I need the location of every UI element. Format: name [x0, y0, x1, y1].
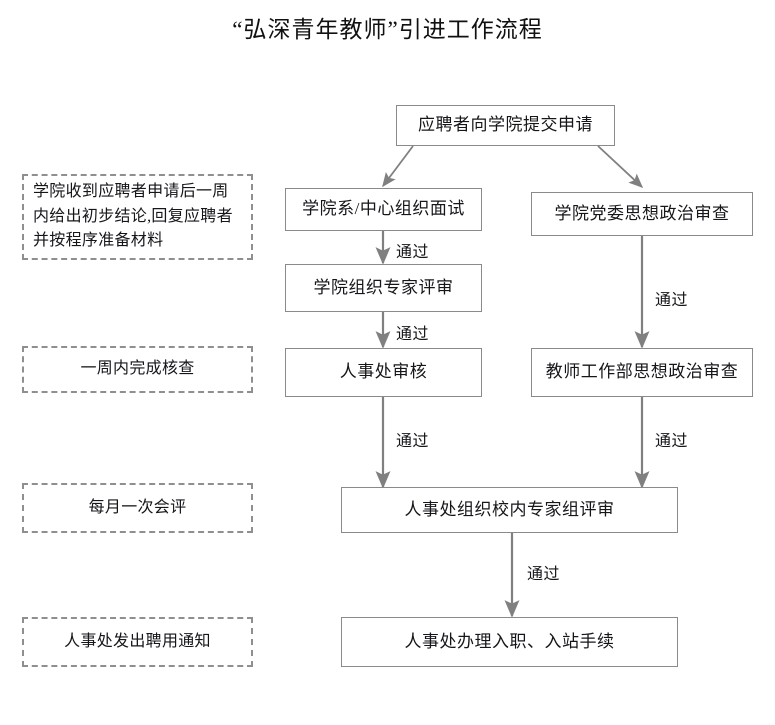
node-apply-label: 应聘者向学院提交申请: [418, 115, 593, 135]
edge-label-teacher-dept-to-panel: 通过: [655, 433, 689, 450]
node-hr-check-label: 人事处审核: [339, 362, 428, 382]
edge-label-hr-to-panel: 通过: [396, 433, 430, 450]
node-party-review-label: 学院党委思想政治审查: [554, 203, 730, 223]
node-college-expert[interactable]: 学院组织专家评审: [285, 264, 482, 312]
note-monthly-review: 每月一次会评: [22, 483, 253, 533]
node-interview-label: 学院系/中心组织面试: [302, 199, 465, 219]
note-offer-notice-text: 人事处发出聘用通知: [64, 632, 211, 650]
edge-label-panel-to-onboarding: 通过: [527, 566, 561, 583]
note-week-check-text: 一周内完成核查: [80, 360, 195, 378]
note-monthly-review-text: 每月一次会评: [88, 498, 187, 516]
page-title: “弘深青年教师”引进工作流程: [232, 17, 543, 42]
node-teacher-dept-review[interactable]: 教师工作部思想政治审查: [531, 348, 753, 397]
note-week-check: 一周内完成核查: [22, 346, 253, 393]
node-hr-expert-panel[interactable]: 人事处组织校内专家组评审: [341, 487, 678, 533]
edge-apply-to-interview: [382, 145, 414, 188]
node-teacher-dept-review-label: 教师工作部思想政治审查: [545, 362, 739, 382]
node-apply[interactable]: 应聘者向学院提交申请: [396, 105, 615, 146]
node-interview[interactable]: 学院系/中心组织面试: [285, 188, 482, 231]
node-hr-expert-panel-label: 人事处组织校内专家组评审: [404, 499, 615, 519]
note-offer-notice: 人事处发出聘用通知: [22, 617, 253, 667]
note-week-conclusion: 学院收到应聘者申请后一周内给出初步结论,回复应聘者并按程序准备材料: [22, 174, 253, 260]
edge-label-expert-to-hr: 通过: [396, 326, 430, 343]
node-hr-check[interactable]: 人事处审核: [285, 348, 482, 397]
edge-apply-to-party-review: [597, 145, 644, 188]
node-hr-onboarding-label: 人事处办理入职、入站手续: [404, 631, 615, 651]
edge-label-interview-to-expert: 通过: [396, 244, 430, 261]
edge-label-party-to-teacher-dept: 通过: [655, 292, 689, 309]
node-party-review[interactable]: 学院党委思想政治审查: [531, 192, 753, 236]
node-college-expert-label: 学院组织专家评审: [313, 277, 454, 297]
note-week-conclusion-text: 学院收到应聘者申请后一周内给出初步结论,回复应聘者并按程序准备材料: [33, 182, 233, 250]
node-hr-onboarding[interactable]: 人事处办理入职、入站手续: [341, 617, 678, 667]
